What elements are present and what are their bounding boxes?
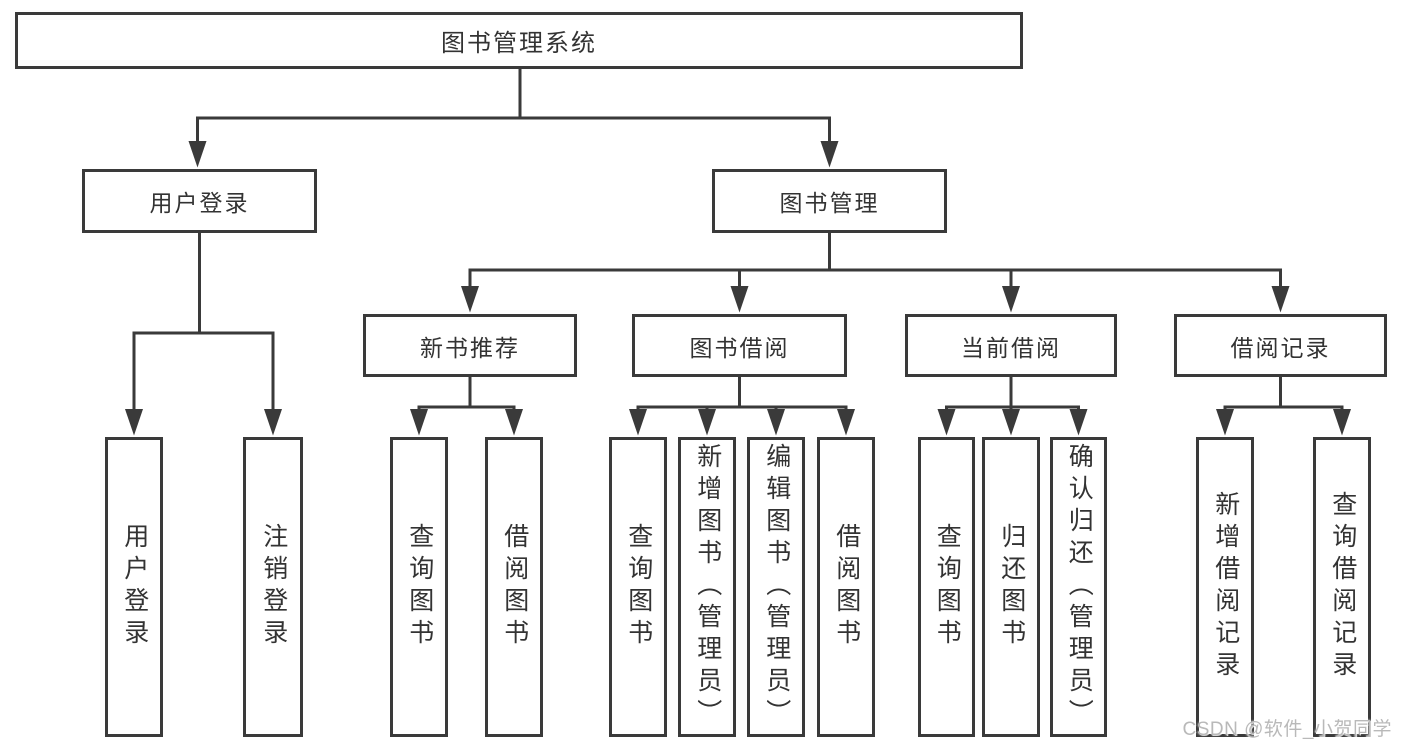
node-current-borrow-label: 当前借阅 <box>961 334 1061 361</box>
leaf-query-books-borrow: 查询图书 <box>609 437 667 737</box>
leaf-query-books-current: 查询图书 <box>918 437 975 737</box>
leaf-logout: 注销登录 <box>243 437 303 737</box>
arrow-down-icon <box>264 409 282 436</box>
node-book-management: 图书管理 <box>712 169 947 233</box>
leaf-logout-label: 注销登录 <box>259 523 288 651</box>
node-new-book-recommend-label: 新书推荐 <box>420 334 520 361</box>
node-borrow-records: 借阅记录 <box>1174 314 1387 377</box>
arrow-down-icon <box>461 286 479 313</box>
node-book-management-label: 图书管理 <box>779 190 880 216</box>
connector-user-login-children <box>132 231 275 414</box>
arrow-down-icon <box>730 286 749 313</box>
arrow-down-icon <box>410 409 428 436</box>
arrow-down-icon <box>1002 409 1020 436</box>
leaf-add-books-admin: 新增图书（管理员） <box>678 437 736 737</box>
node-new-book-recommend: 新书推荐 <box>363 314 577 377</box>
arrow-down-icon <box>1216 409 1234 436</box>
leaf-query-books-recommend-label: 查询图书 <box>405 523 434 651</box>
arrow-down-icon <box>505 409 523 436</box>
arrow-down-icon <box>629 409 647 436</box>
csdn-watermark: CSDN @软件_小贺同学 <box>1182 719 1392 740</box>
arrow-down-icon <box>188 141 207 168</box>
arrow-down-icon <box>125 409 143 436</box>
connector-new-book-children <box>417 375 516 414</box>
leaf-query-books-current-label: 查询图书 <box>933 523 962 651</box>
arrow-down-icon <box>937 409 956 436</box>
node-borrow-records-label: 借阅记录 <box>1230 334 1331 361</box>
arrow-down-icon <box>698 409 716 436</box>
arrow-down-icon <box>1002 286 1020 313</box>
leaf-borrow-books-label: 借阅图书 <box>832 523 861 651</box>
leaf-confirm-return-admin: 确认归还（管理员） <box>1050 437 1107 737</box>
node-root-system-label: 图书管理系统 <box>441 30 597 57</box>
connector-book-mgmt-children <box>468 231 1282 292</box>
node-current-borrow: 当前借阅 <box>905 314 1117 377</box>
leaf-user-login-label: 用户登录 <box>120 523 149 651</box>
leaf-borrow-books: 借阅图书 <box>817 437 875 737</box>
connector-root-to-level2 <box>196 67 831 152</box>
leaf-add-books-admin-label: 新增图书（管理员） <box>693 443 722 731</box>
arrow-down-icon <box>837 409 855 436</box>
leaf-return-books: 归还图书 <box>982 437 1040 737</box>
leaf-query-books-recommend: 查询图书 <box>390 437 448 737</box>
arrow-down-icon <box>1333 409 1351 436</box>
arrow-down-icon <box>820 141 839 168</box>
node-book-borrow: 图书借阅 <box>632 314 847 377</box>
leaf-user-login: 用户登录 <box>105 437 163 737</box>
leaf-confirm-return-admin-label: 确认归还（管理员） <box>1065 443 1094 731</box>
arrow-down-icon <box>767 409 785 436</box>
arrowheads <box>125 141 1351 436</box>
connector-borrow-record-children <box>1223 375 1344 414</box>
node-user-login: 用户登录 <box>82 169 317 233</box>
leaf-edit-books-admin-label: 编辑图书（管理员） <box>762 443 791 731</box>
arrow-down-icon <box>1271 286 1290 313</box>
leaf-add-borrow-record-label: 新增借阅记录 <box>1211 491 1240 683</box>
node-user-login-label: 用户登录 <box>149 190 250 216</box>
leaf-return-books-label: 归还图书 <box>997 523 1026 651</box>
leaf-borrow-books-recommend-label: 借阅图书 <box>500 523 529 651</box>
node-book-borrow-label: 图书借阅 <box>689 334 790 361</box>
connector-current-borrow-children <box>945 375 1080 414</box>
node-root-system: 图书管理系统 <box>15 12 1023 69</box>
leaf-query-books-borrow-label: 查询图书 <box>624 523 653 651</box>
leaf-query-borrow-record-label: 查询借阅记录 <box>1328 491 1357 683</box>
leaf-query-borrow-record: 查询借阅记录 <box>1313 437 1371 737</box>
arrow-down-icon <box>1069 409 1088 436</box>
connector-book-borrow-children <box>636 375 848 414</box>
leaf-borrow-books-recommend: 借阅图书 <box>485 437 543 737</box>
leaf-add-borrow-record: 新增借阅记录 <box>1196 437 1254 737</box>
leaf-edit-books-admin: 编辑图书（管理员） <box>747 437 805 737</box>
